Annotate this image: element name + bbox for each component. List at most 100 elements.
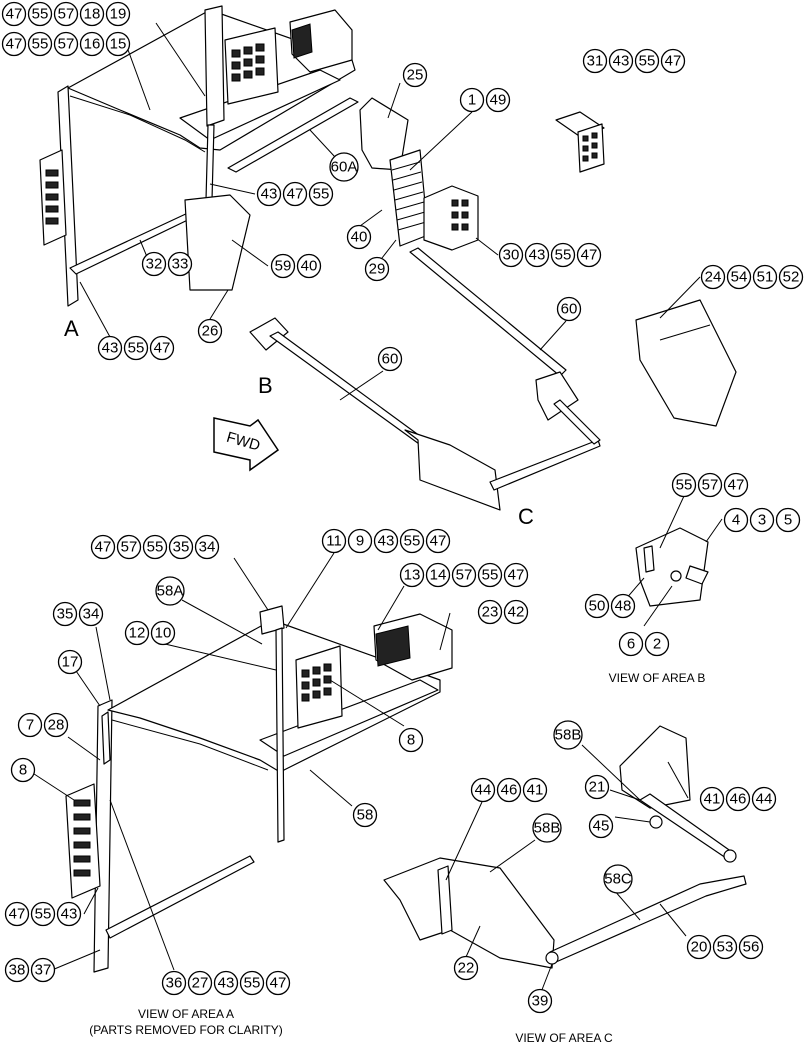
balloon-group: 36 27 43 55 47 (161, 970, 291, 996)
balloon-group: 58A (155, 576, 185, 606)
callout-number: 49 (490, 92, 507, 109)
callout-number: 55 (147, 539, 164, 556)
callout-number: 53 (717, 939, 734, 956)
callout: 10 (150, 620, 176, 646)
callout-number: 42 (508, 604, 525, 621)
callout-number: 48 (615, 598, 632, 615)
callout-number: 55 (128, 340, 145, 357)
balloon-group: 26 (197, 318, 223, 344)
callout: 35 (52, 601, 78, 627)
callout-number: 46 (501, 782, 518, 799)
callout: 47 (90, 534, 116, 560)
view-c-drawing (383, 725, 747, 969)
balloon-group: 44 46 41 (470, 777, 548, 803)
callout: 2 (644, 631, 670, 657)
balloon-group: 1 49 (459, 87, 511, 113)
balloon-group: 60 (556, 296, 582, 322)
callout-number: 47 (6, 36, 23, 53)
callout-number: 43 (261, 186, 278, 203)
callout-number: 54 (731, 269, 748, 286)
callout-number: 5 (784, 512, 792, 529)
callout: 47 (265, 970, 291, 996)
callout-number: 43 (378, 533, 395, 550)
callout: 34 (194, 534, 220, 560)
callout-number: 55 (32, 6, 49, 23)
callout-number: 38 (9, 962, 26, 979)
callout: 55 (27, 31, 53, 57)
callout: 1 (459, 87, 485, 113)
callout-number: 18 (84, 6, 101, 23)
callout-number: 8 (407, 732, 415, 749)
balloon-group: 47 55 57 16 15 (1, 31, 131, 57)
balloon-group: 6 2 (618, 631, 670, 657)
callout: 41 (699, 786, 725, 812)
callout: 47 (660, 48, 686, 74)
callout: 55 (308, 181, 334, 207)
callout: 12 (124, 620, 150, 646)
balloon-group: 29 (364, 256, 390, 282)
view-b-drawing (635, 527, 709, 607)
callout-number: 59 (275, 258, 292, 275)
callout-number: 23 (482, 604, 499, 621)
balloon-group: 24 54 51 52 (700, 264, 804, 290)
balloon-group: 22 (453, 955, 479, 981)
callout-number: 31 (587, 53, 604, 70)
callout-number: 58C (604, 871, 632, 888)
callout-number: 47 (728, 477, 745, 494)
area-a-label: A (64, 316, 79, 341)
callout: 53 (712, 934, 738, 960)
view-a-subcaption: (PARTS REMOVED FOR CLARITY) (89, 1023, 283, 1037)
balloon-group: 35 34 (52, 601, 104, 627)
balloon-group: 8 (398, 727, 424, 753)
callout-number: 3 (758, 512, 766, 529)
callout-number: 52 (783, 269, 800, 286)
callout-number: 15 (110, 36, 127, 53)
callout-number: 36 (166, 975, 183, 992)
callout-number: 47 (154, 340, 171, 357)
callout-number: 19 (110, 6, 127, 23)
callout: 47 (149, 335, 175, 361)
callout-number: 39 (532, 993, 549, 1010)
callout: 32 (141, 251, 167, 277)
callout: 5 (775, 507, 801, 533)
callout: 43 (608, 48, 634, 74)
callout: 55 (671, 472, 697, 498)
callout-number: 8 (19, 762, 27, 779)
callout: 59 (270, 253, 296, 279)
balloon-group: 7 28 (17, 712, 69, 738)
callout: 43 (213, 970, 239, 996)
callout-number: 41 (704, 791, 721, 808)
callout: 27 (187, 970, 213, 996)
callout-number: 4 (732, 512, 740, 529)
callout: 3 (749, 507, 775, 533)
callout: 37 (30, 957, 56, 983)
callout-number: 57 (58, 6, 75, 23)
callout: 47 (282, 181, 308, 207)
callout-number: 60 (561, 301, 578, 318)
callout: 18 (79, 1, 105, 27)
balloon-group: 25 (402, 62, 428, 88)
balloon-group: 40 (346, 224, 372, 250)
callout-number: 47 (508, 567, 525, 584)
balloon-group: 30 43 55 47 (498, 242, 602, 268)
callout-number: 47 (95, 539, 112, 556)
callout: 7 (17, 712, 43, 738)
callout-number: 1 (468, 92, 476, 109)
view-b-caption: VIEW OF AREA B (609, 671, 706, 685)
callout: 50 (584, 593, 610, 619)
balloon-group: 11 9 43 55 47 (321, 528, 451, 554)
callout-number: 11 (326, 533, 342, 550)
callout-number: 58A (157, 583, 184, 600)
callout: 33 (167, 251, 193, 277)
callout: 46 (725, 786, 751, 812)
view-a-caption: VIEW OF AREA A (138, 1007, 234, 1021)
callout-number: 55 (404, 533, 421, 550)
callout: 9 (347, 528, 373, 554)
callout: 44 (470, 777, 496, 803)
callout-number: 40 (351, 229, 368, 246)
balloon-group: 55 57 47 (671, 472, 749, 498)
callout-number: 47 (287, 186, 304, 203)
callout-number: 47 (430, 533, 447, 550)
callout-number: 34 (199, 539, 216, 556)
